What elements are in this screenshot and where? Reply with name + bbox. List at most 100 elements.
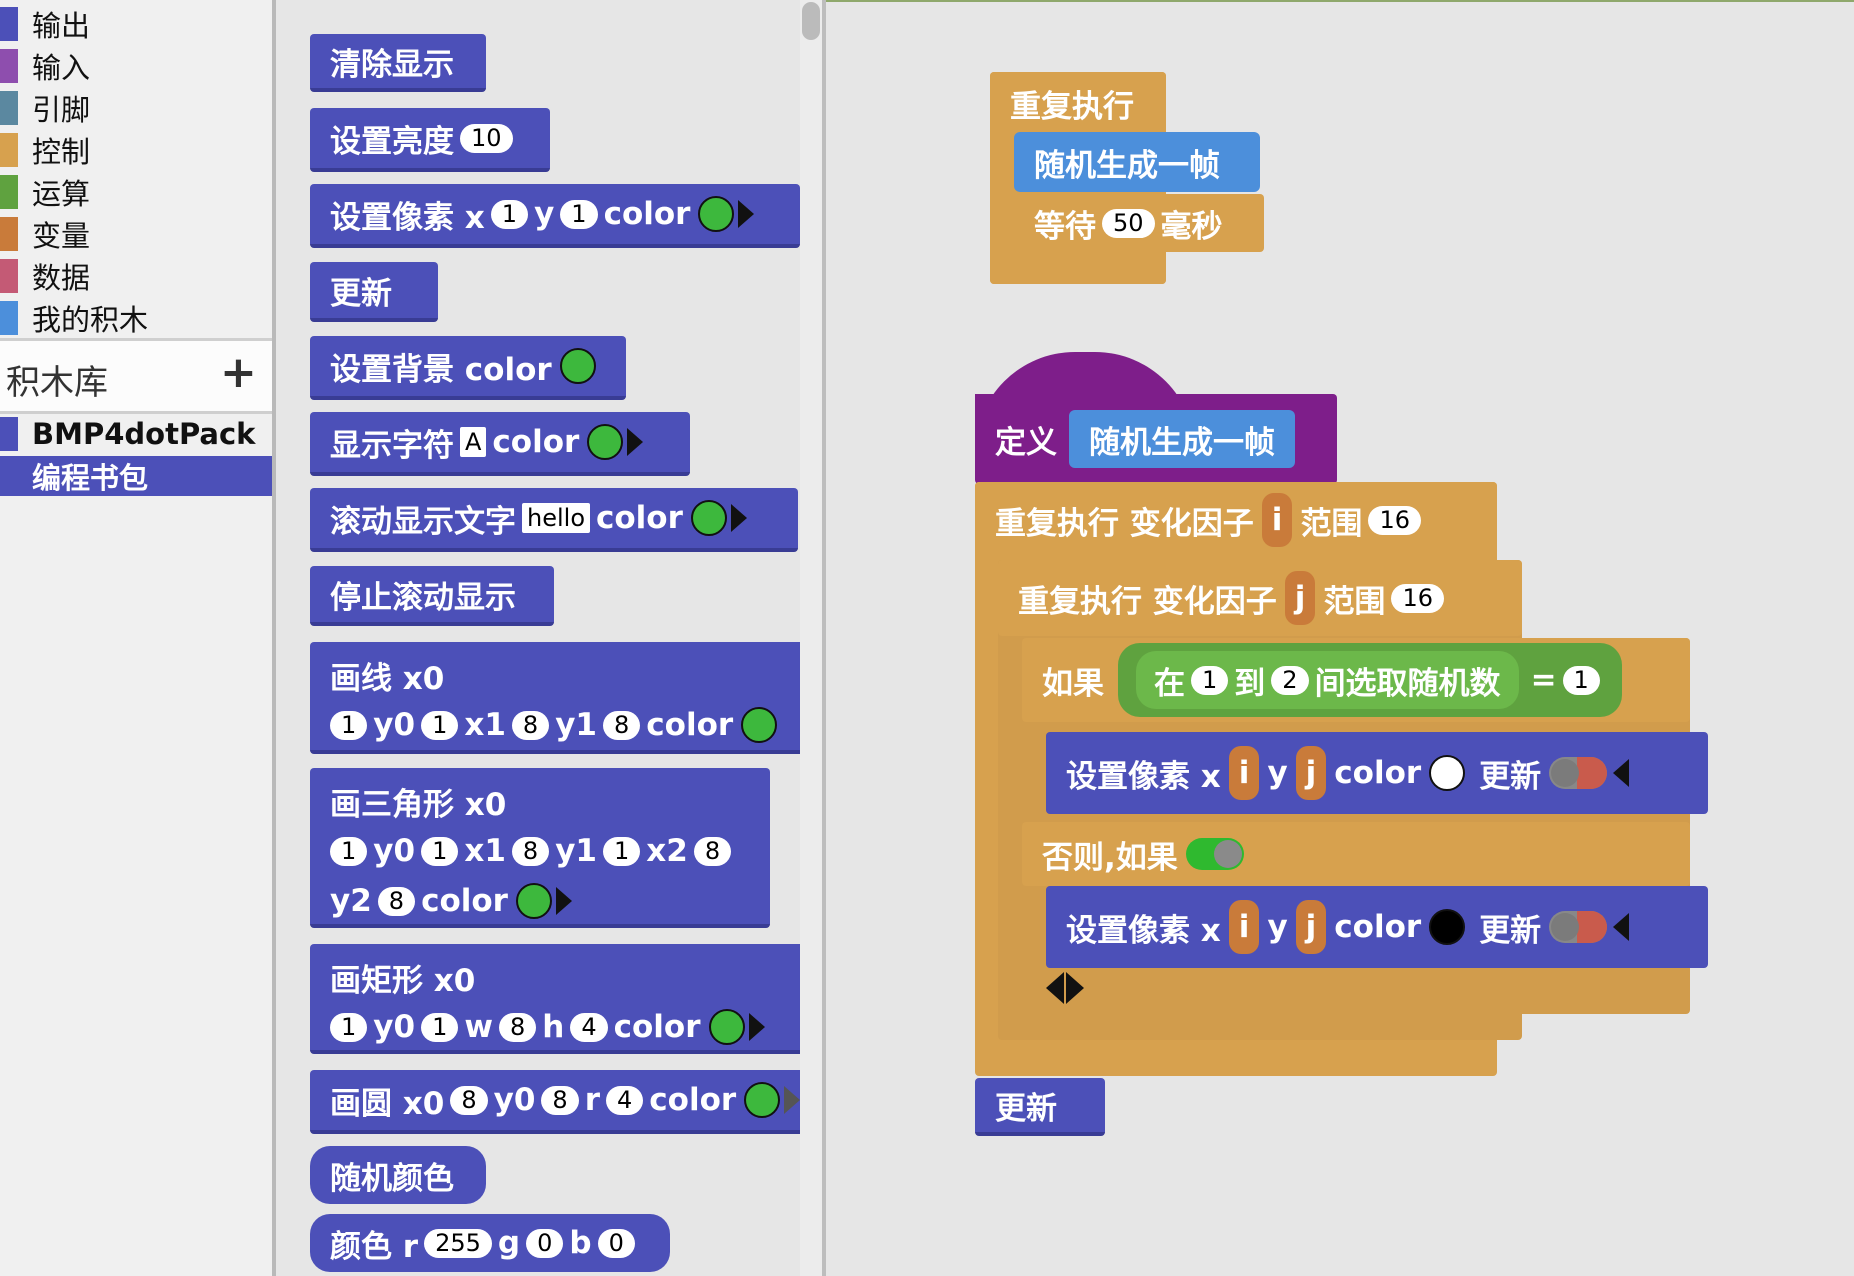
library-item-bmp4dotpack[interactable]: BMP4dotPack	[0, 414, 272, 454]
x0-input[interactable]: 8	[450, 1085, 488, 1115]
r-input[interactable]: 4	[606, 1085, 644, 1115]
y0-input[interactable]: 1	[421, 1012, 459, 1042]
color-picker[interactable]	[587, 424, 624, 460]
y-input[interactable]: 1	[560, 199, 598, 229]
category-variables[interactable]: 变量	[0, 214, 272, 254]
palette-scrollbar-thumb[interactable]	[802, 2, 820, 40]
variable-i[interactable]: i	[1261, 493, 1293, 547]
y1-input[interactable]: 8	[602, 710, 641, 740]
expand-arrow-icon[interactable]	[730, 504, 747, 532]
x-input[interactable]: 1	[490, 199, 529, 229]
variable-j[interactable]: j	[1284, 571, 1316, 625]
g-input[interactable]: 0	[526, 1228, 564, 1258]
h-input[interactable]: 4	[570, 1012, 608, 1042]
char-input[interactable]: A	[460, 427, 487, 457]
from-input[interactable]: 1	[1191, 665, 1229, 695]
add-branch-icon[interactable]	[1066, 972, 1084, 1004]
color-picker[interactable]	[698, 196, 735, 232]
else-if-header[interactable]: 否则,如果	[1022, 822, 1690, 886]
category-control[interactable]: 控制	[0, 130, 272, 170]
y0-input[interactable]: 8	[541, 1085, 579, 1115]
x0-input[interactable]: 1	[330, 1012, 368, 1042]
define-name-block[interactable]: 随机生成一帧	[1069, 410, 1295, 468]
variable-j[interactable]: j	[1295, 746, 1327, 800]
call-random-frame-block[interactable]: 随机生成一帧	[1014, 132, 1260, 192]
x1-input[interactable]: 8	[511, 836, 550, 866]
color-picker[interactable]	[1429, 909, 1466, 945]
variable-i[interactable]: i	[1228, 900, 1260, 954]
color-picker[interactable]	[1429, 755, 1466, 791]
y2-input[interactable]: 8	[377, 886, 416, 916]
y0-input[interactable]: 1	[421, 836, 459, 866]
expand-arrow-icon[interactable]	[555, 887, 572, 915]
x1-input[interactable]: 8	[511, 710, 550, 740]
text-input[interactable]: hello	[522, 503, 590, 533]
y0-input[interactable]: 1	[421, 710, 459, 740]
color-picker[interactable]	[515, 883, 552, 919]
category-output[interactable]: 输出	[0, 4, 272, 44]
category-operators[interactable]: 运算	[0, 172, 272, 212]
update-block[interactable]: 更新	[975, 1078, 1105, 1136]
color-picker[interactable]	[741, 707, 778, 743]
category-pins[interactable]: 引脚	[0, 88, 272, 128]
x0-input[interactable]: 1	[330, 836, 368, 866]
compare-input[interactable]: 1	[1562, 665, 1600, 695]
palette-block-set-background[interactable]: 设置背景 color	[310, 336, 626, 400]
palette-block-clear-display[interactable]: 清除显示	[310, 34, 486, 92]
palette-block-update[interactable]: 更新	[310, 262, 438, 322]
library-item-book-bag[interactable]: 编程书包	[0, 456, 272, 496]
color-picker[interactable]	[690, 500, 727, 536]
range-input[interactable]: 16	[1368, 505, 1421, 535]
y1-input[interactable]: 1	[602, 836, 641, 866]
expand-arrow-icon[interactable]	[627, 428, 644, 456]
forever-header[interactable]: 重复执行	[990, 72, 1166, 134]
category-my-blocks[interactable]: 我的积木	[0, 298, 272, 338]
collapse-arrow-icon[interactable]	[1613, 913, 1630, 941]
x0-input[interactable]: 1	[330, 710, 368, 740]
expand-arrow-icon[interactable]	[784, 1086, 801, 1114]
r-input[interactable]: 255	[424, 1228, 492, 1258]
if-expand-controls[interactable]	[1046, 972, 1084, 1004]
b-input[interactable]: 0	[597, 1228, 635, 1258]
update-toggle[interactable]	[1549, 757, 1608, 789]
collapse-arrow-icon[interactable]	[1613, 759, 1630, 787]
expand-arrow-icon[interactable]	[738, 200, 755, 228]
remove-branch-icon[interactable]	[1046, 972, 1064, 1004]
variable-i[interactable]: i	[1228, 746, 1260, 800]
to-input[interactable]: 2	[1271, 665, 1309, 695]
brightness-input[interactable]: 10	[460, 123, 513, 153]
update-toggle[interactable]	[1549, 911, 1608, 943]
palette-block-stop-scroll[interactable]: 停止滚动显示	[310, 566, 554, 626]
palette-scrollbar[interactable]	[800, 0, 822, 1276]
define-block[interactable]: 定义 随机生成一帧	[975, 394, 1337, 484]
range-input[interactable]: 16	[1391, 583, 1444, 613]
x2-input[interactable]: 8	[693, 836, 732, 866]
color-picker[interactable]	[559, 348, 596, 384]
palette-block-random-color[interactable]: 随机颜色	[310, 1146, 486, 1204]
wait-input[interactable]: 50	[1102, 208, 1155, 238]
variable-j[interactable]: j	[1295, 900, 1327, 954]
category-input[interactable]: 输入	[0, 46, 272, 86]
color-picker[interactable]	[744, 1082, 781, 1118]
expand-arrow-icon[interactable]	[748, 1013, 765, 1041]
category-data[interactable]: 数据	[0, 256, 272, 296]
plus-icon[interactable]: +	[220, 347, 257, 398]
w-input[interactable]: 8	[498, 1012, 537, 1042]
condition-toggle[interactable]	[1185, 838, 1244, 870]
